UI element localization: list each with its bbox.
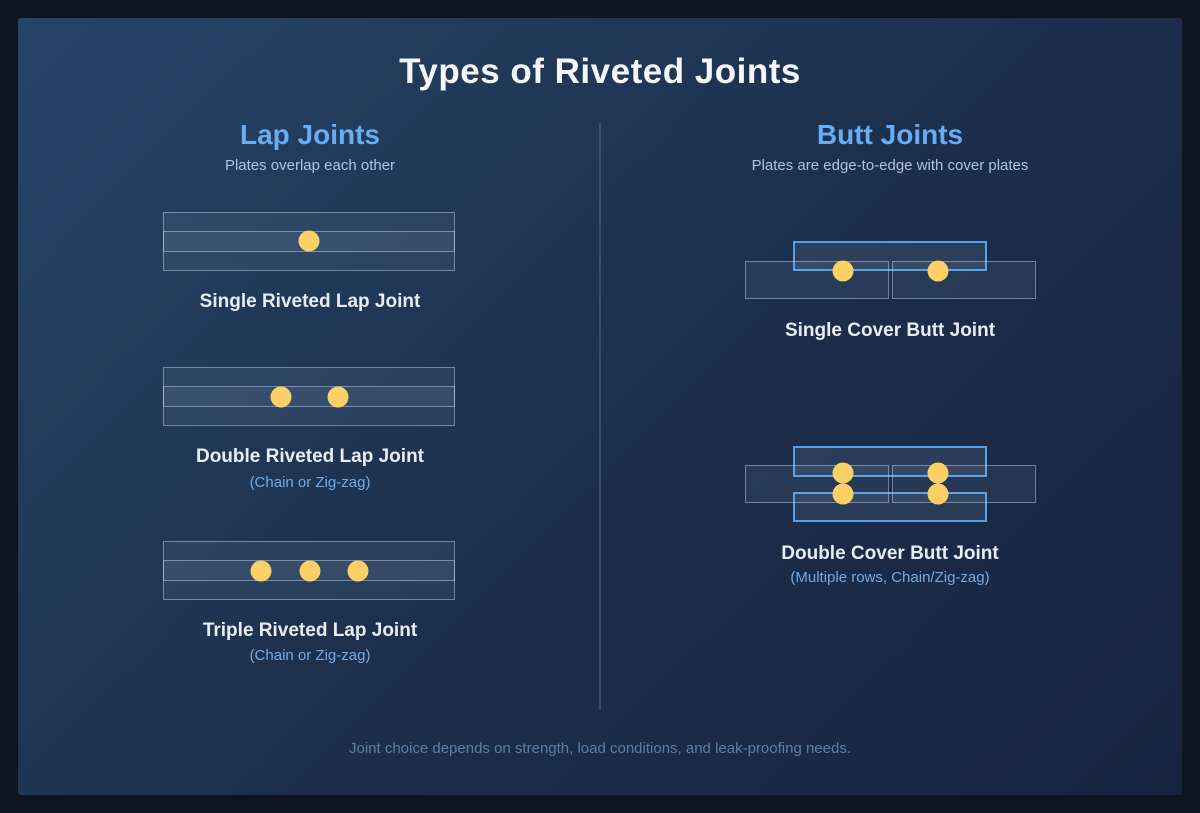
column-divider (599, 123, 601, 710)
single-riveted-lap-joint-diagram (163, 212, 455, 271)
butt-joints-heading: Butt Joints (816, 119, 964, 150)
double-cover-butt-joint-diagram (745, 446, 1036, 523)
top-cover-plate (793, 446, 987, 477)
butt-joints-subheading: Plates are edge-to-edge with cover plate… (751, 157, 1029, 174)
rivet (299, 560, 321, 582)
joint-note: (Chain or Zig-zag) (249, 647, 371, 664)
rivet (270, 386, 292, 408)
joint-label: Double Cover Butt Joint (781, 543, 999, 564)
page-title: Types of Riveted Joints (399, 52, 801, 91)
rivet (347, 560, 369, 582)
main-plate-right (892, 261, 1036, 299)
rivet (250, 560, 272, 582)
main-plate-right (892, 465, 1036, 503)
lap-joints-subheading: Plates overlap each other (224, 157, 396, 174)
joint-label: Double Riveted Lap Joint (195, 446, 425, 467)
lap-joints-heading: Lap Joints (239, 119, 380, 150)
main-plate-left (745, 261, 889, 299)
rivet (832, 483, 854, 505)
cover-plate (793, 241, 987, 271)
background-panel (18, 18, 1182, 795)
joint-label: Single Riveted Lap Joint (199, 291, 421, 312)
rivet (832, 462, 854, 484)
upper-plate (163, 367, 455, 407)
main-plate-left (745, 465, 889, 503)
joint-label: Single Cover Butt Joint (784, 320, 996, 341)
joint-label: Triple Riveted Lap Joint (202, 620, 418, 641)
rivet (927, 260, 949, 282)
triple-riveted-lap-joint-diagram (163, 541, 455, 600)
single-cover-butt-joint-diagram (745, 241, 1036, 300)
footer-note: Joint choice depends on strength, load c… (348, 740, 851, 757)
rivet (327, 386, 349, 408)
rivet (927, 462, 949, 484)
joint-note: (Multiple rows, Chain/Zig-zag) (790, 569, 990, 586)
joint-note: (Chain or Zig-zag) (249, 474, 371, 491)
rivet (927, 483, 949, 505)
rivet (298, 230, 320, 252)
double-riveted-lap-joint-diagram (163, 367, 455, 426)
bottom-cover-plate (793, 492, 987, 522)
rivet (832, 260, 854, 282)
lower-plate (163, 386, 455, 426)
